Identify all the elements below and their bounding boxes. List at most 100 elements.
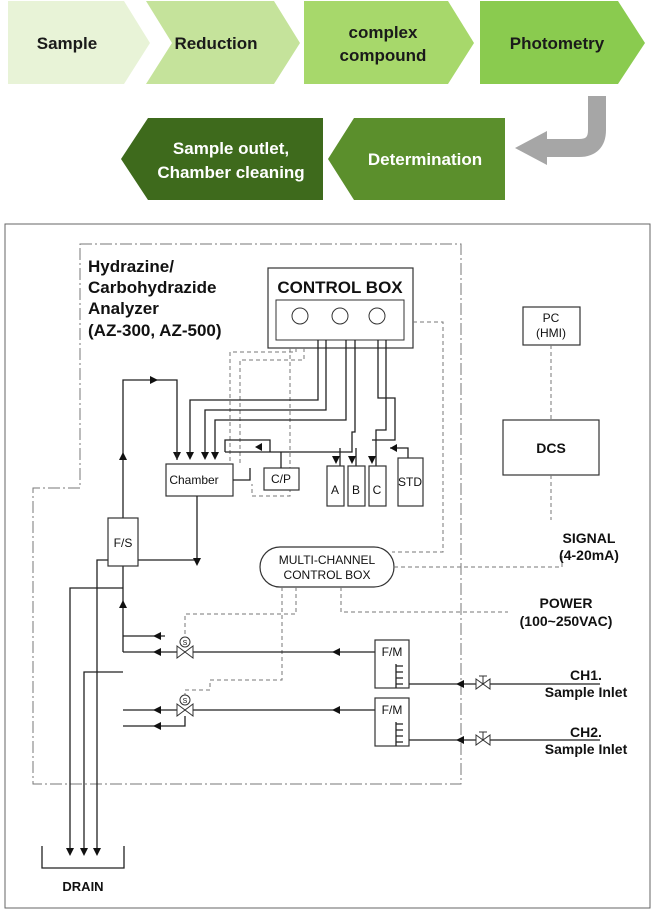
ch2-label-1: CH2. [570,724,602,740]
analyzer-schematic: Hydrazine/ Carbohydrazide Analyzer (AZ-3… [4,223,651,909]
chamber-drain [96,496,198,852]
schematic-frame [4,223,651,909]
fm1-scale-icon [395,664,403,688]
ch1-arrow-c [332,648,340,656]
arrow-up-2 [119,600,127,608]
chamber-label: Chamber [169,473,218,487]
ch1-manual-valve-icon [475,675,491,690]
drain-line-2 [83,671,123,852]
mc-to-valve-2 [184,587,283,700]
fm2-label: F/M [382,703,403,717]
step-outlet-label-2: Chamber cleaning [157,163,304,182]
ch1-solenoid-valve-icon: S [176,636,194,659]
arrow-ch-2 [186,452,194,460]
drain-label: DRAIN [62,879,103,894]
power-label-2: (100~250VAC) [520,613,613,629]
tube-6 [375,340,387,466]
step-photometry-chevron [480,1,645,84]
analyzer-title-3: Analyzer [88,299,159,318]
ch2-branch [123,716,186,727]
ch1-arrow-b [153,632,161,640]
fm1-box [374,639,410,689]
return-arrow-head [515,131,547,165]
fm2-box [374,697,410,747]
pump-1-icon [291,307,309,325]
drain-arrow-1 [66,848,74,856]
analyzer-boundary [32,243,462,785]
step-determination-chevron [328,118,505,200]
ch1-label-1: CH1. [570,667,602,683]
tube-cp-loop [224,439,271,452]
ch2-arrow-c [332,706,340,714]
mc-power-line [340,587,508,613]
dcs-label: DCS [536,440,566,456]
pump-2-icon [331,307,349,325]
signal-label-2: (4-20mA) [559,547,619,563]
cb-to-multichannel [392,321,444,553]
tube-1 [189,340,319,452]
ch1-label-2: Sample Inlet [545,684,628,700]
process-flow: Sample Reduction complex compound Photom… [8,1,645,200]
tube-3 [214,340,347,452]
ch1-inlet-arrow [456,680,464,688]
arrow-std [390,444,397,452]
analyzer-title-4: (AZ-300, AZ-500) [88,321,222,340]
pump-3-icon [368,307,386,325]
step-reduction-chevron [146,1,300,84]
control-box-inner [275,299,405,341]
ch2-arrow-a [153,706,161,714]
reagent-a-label: A [331,483,339,497]
control-box [267,267,414,349]
cb-signal-1 [239,348,305,466]
mc-signal-line [394,556,563,568]
ch2-inlet-arrow [456,736,464,744]
chamber-box [165,463,234,497]
cb-signal-1b [229,348,297,466]
step-outlet-label-1: Sample outlet, [173,139,289,158]
step-sample-chevron [8,1,150,84]
ch2-arrow-b [153,722,161,730]
fs-box [107,517,139,567]
reagent-c-label: C [373,483,382,497]
drain-basin [41,846,125,869]
multichannel-label-2: CONTROL BOX [284,568,371,582]
ch1-valve-symbol: S [183,640,188,647]
drain-arrow-3 [93,848,101,856]
step-determination-label: Determination [368,150,482,169]
step-outlet-chevron [121,118,323,200]
ch2-valve-symbol: S [183,698,188,705]
tube-4 [225,340,356,453]
step-complex-label-2: compound [340,46,427,65]
reagent-c-bottle [368,465,387,507]
reagent-a-bottle [326,465,345,507]
step-complex-label-1: complex [349,23,419,42]
arrow-up-1 [119,452,127,460]
step-sample-label: Sample [37,34,97,53]
return-arrow [545,96,606,157]
step-photometry-label: Photometry [510,34,605,53]
chamber-out [233,468,251,481]
cb-to-chamber-dash [251,348,291,497]
drain-arrow-2 [80,848,88,856]
arrow-b [348,456,356,464]
fm2-scale-icon [395,722,403,746]
pc-label-2: (HMI) [536,326,566,340]
fm1-label: F/M [382,645,403,659]
dcs-box [502,419,600,476]
step-reduction-label: Reduction [174,34,257,53]
fs-label: F/S [114,536,133,550]
ch2-manual-valve-icon [475,731,491,746]
control-box-label: CONTROL BOX [277,278,403,297]
tube-2 [204,340,327,452]
std-bottle [397,457,424,507]
ch1-arrow-a [153,648,161,656]
multichannel-label-1: MULTI-CHANNEL [279,553,376,567]
pc-label-1: PC [543,311,560,325]
reagent-b-label: B [352,483,360,497]
sample-loop-up [122,379,178,652]
reagent-b-bottle [347,465,366,507]
arrow-chamber-down [193,558,201,566]
step-complex-compound-chevron [304,1,474,84]
tube-5 [372,340,396,441]
